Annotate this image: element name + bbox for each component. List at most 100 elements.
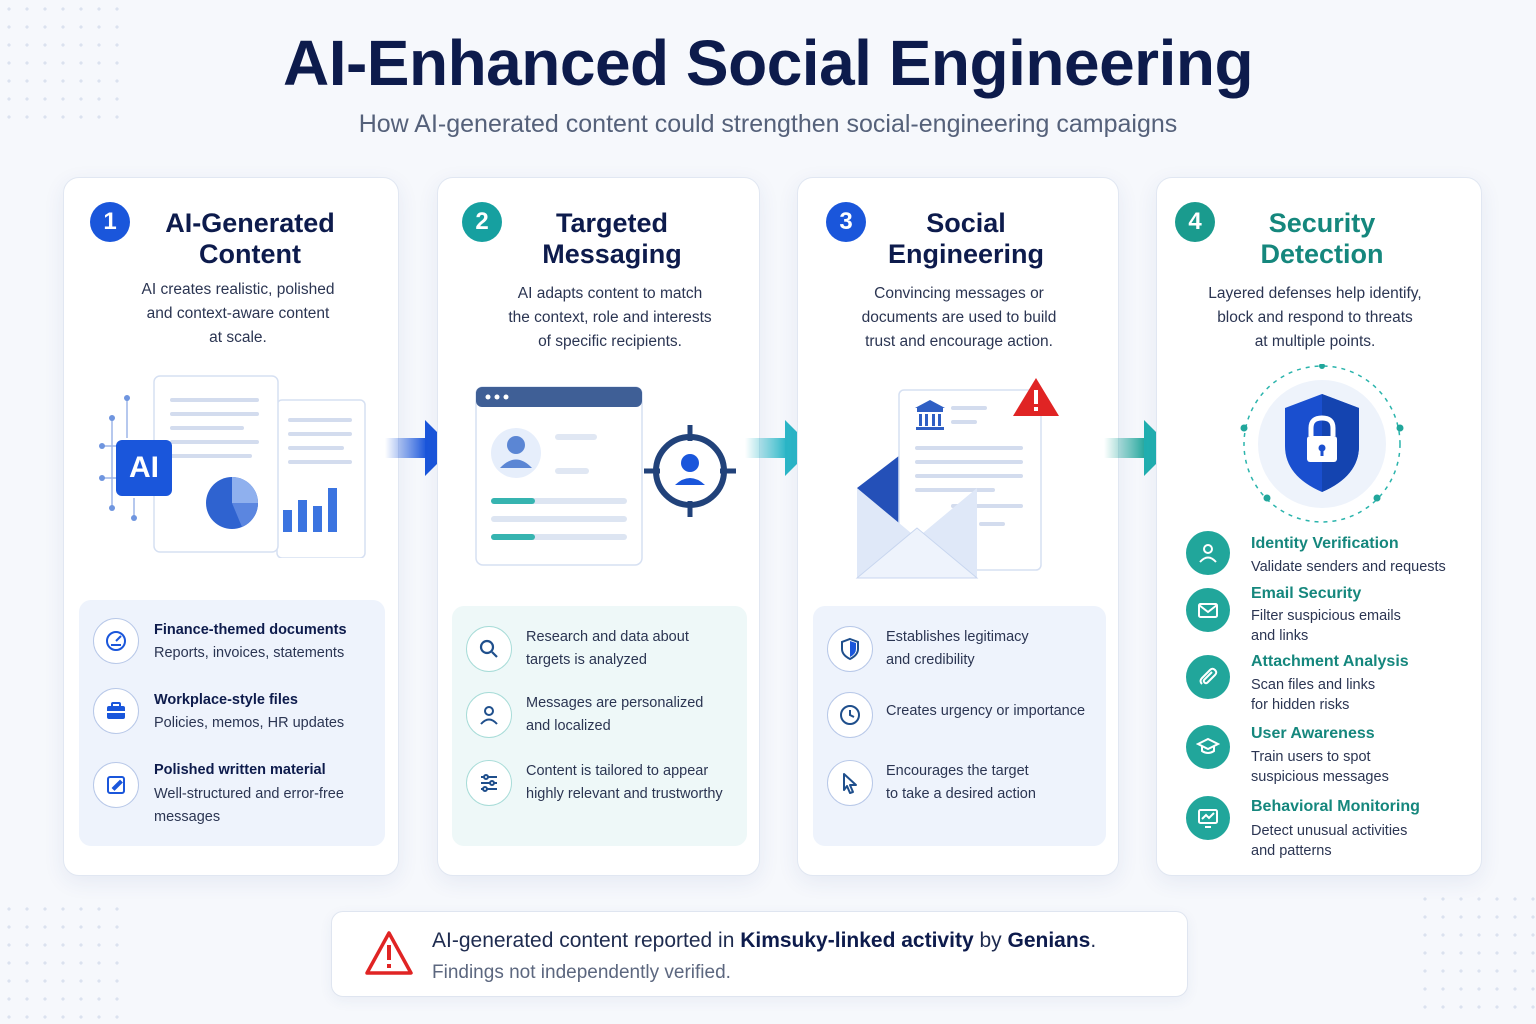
step-title-line2: Messaging <box>542 239 682 269</box>
feature-desc: Filter suspicious emails and links <box>1251 606 1401 646</box>
step-title-line2: Detection <box>1260 239 1384 269</box>
feature-title: Identity Verification <box>1251 535 1399 552</box>
step-title-line1: Security <box>1268 208 1376 238</box>
item-line: Content is tailored to appear <box>526 763 709 779</box>
step-card-security-detection: 4 Security Detection Layered defenses he… <box>1156 177 1482 876</box>
step-title-line2: Content <box>199 239 301 269</box>
feature-desc-line: Train users to spot <box>1251 749 1371 765</box>
step-title: AI-Generated Content <box>100 208 400 270</box>
item-line: targets is analyzed <box>526 652 647 668</box>
examples-list: Finance-themed documents Reports, invoic… <box>79 600 385 846</box>
page-title: AI-Enhanced Social Engineering <box>282 27 1254 99</box>
desc-line: block and respond to threats <box>1217 309 1413 326</box>
feature-desc-line: and links <box>1251 628 1309 644</box>
step-description: AI creates realistic, polished and conte… <box>88 278 388 350</box>
chart-gauge-icon <box>93 618 139 664</box>
feature-desc: Validate senders and requests <box>1251 559 1446 575</box>
source-highlight-vendor: Genians <box>1007 929 1091 952</box>
graduation-cap-icon <box>1186 725 1230 769</box>
item-subtitle-cont: messages <box>154 809 221 825</box>
phishing-document-illustration <box>853 378 1068 583</box>
desc-line: of specific recipients. <box>538 333 682 350</box>
svg-text:AI: AI <box>129 451 159 484</box>
clock-icon <box>827 692 873 738</box>
warning-triangle-icon <box>364 930 414 981</box>
dot-pattern-top-left <box>0 0 120 120</box>
step-title: Security Detection <box>1172 208 1472 270</box>
feature-title: Attachment Analysis <box>1251 653 1409 670</box>
page-subtitle: How AI-generated content could strengthe… <box>358 110 1178 138</box>
feature-desc-line: Scan files and links <box>1251 677 1376 693</box>
step-title: Social Engineering <box>816 208 1116 270</box>
item-line: to take a desired action <box>886 786 1036 802</box>
desc-line: the context, role and interests <box>508 309 712 326</box>
item-text: Messages are personalized and localized <box>526 692 703 738</box>
step-number-badge: 4 <box>1175 202 1215 242</box>
feature-desc: Train users to spot suspicious messages <box>1251 747 1389 787</box>
item-text: Content is tailored to appear highly rel… <box>526 760 723 806</box>
step-description: Layered defenses help identify, block an… <box>1165 282 1465 354</box>
source-text: . <box>1090 929 1097 952</box>
feature-desc-line: Detect unusual activities <box>1251 823 1408 839</box>
desc-line: AI creates realistic, polished <box>141 281 335 298</box>
shield-icon <box>827 626 873 672</box>
examples-list: Research and data about targets is analy… <box>452 606 747 846</box>
source-highlight-actor: Kimsuky-linked activity <box>740 929 974 952</box>
dot-pattern-bottom-left <box>0 900 120 1020</box>
source-text: AI-generated content reported in <box>432 929 741 952</box>
step-title-line1: AI-Generated <box>165 208 335 238</box>
item-text: Research and data about targets is analy… <box>526 626 689 672</box>
desc-line: trust and encourage action. <box>865 333 1053 350</box>
pencil-icon <box>93 762 139 808</box>
desc-line: Convincing messages or <box>874 285 1044 302</box>
item-text: Encourages the target to take a desired … <box>886 760 1036 806</box>
item-line: Creates urgency or importance <box>886 703 1086 719</box>
desc-line: Layered defenses help identify, <box>1208 285 1422 302</box>
verification-note: Findings not independently verified. <box>432 962 731 983</box>
targeted-profile-illustration <box>474 383 744 568</box>
step-number-badge: 3 <box>826 202 866 242</box>
item-subtitle: Policies, memos, HR updates <box>154 715 345 731</box>
step-card-ai-generated-content: 1 AI-Generated Content AI creates realis… <box>63 177 399 876</box>
source-note-banner: AI-generated content reported in Kimsuky… <box>331 911 1188 997</box>
step-number-badge: 1 <box>90 202 130 242</box>
item-text: Creates urgency or importance <box>886 700 1085 723</box>
item-line: Establishes legitimacy <box>886 629 1029 645</box>
briefcase-icon <box>93 688 139 734</box>
item-text: Establishes legitimacy and credibility <box>886 626 1029 672</box>
step-title-line1: Social <box>926 208 1006 238</box>
item-line: and localized <box>526 718 611 734</box>
item-line: highly relevant and trustworthy <box>526 786 723 802</box>
feature-desc-line: for hidden risks <box>1251 697 1350 713</box>
shield-lock-icon <box>1237 363 1407 524</box>
feature-desc-line: Filter suspicious emails <box>1251 608 1401 624</box>
feature-title: Behavioral Monitoring <box>1251 798 1420 815</box>
item-title: Finance-themed documents <box>154 622 347 638</box>
item-title: Workplace-style files <box>154 692 298 708</box>
desc-line: and context-aware content <box>146 305 330 322</box>
magnifier-icon <box>466 626 512 672</box>
item-subtitle: Well-structured and error-free <box>154 786 344 802</box>
source-statement: AI-generated content reported in Kimsuky… <box>432 929 1096 953</box>
item-line: Messages are personalized <box>526 695 704 711</box>
feature-desc-line: and patterns <box>1251 843 1332 859</box>
feature-desc: Scan files and links for hidden risks <box>1251 675 1375 715</box>
step-title: Targeted Messaging <box>462 208 762 270</box>
step-description: AI adapts content to match the context, … <box>460 282 760 354</box>
step-description: Convincing messages or documents are use… <box>809 282 1109 354</box>
feature-desc: Detect unusual activities and patterns <box>1251 821 1407 861</box>
item-line: Research and data about <box>526 629 689 645</box>
dot-pattern-bottom-right <box>1416 890 1536 1010</box>
feature-title: Email Security <box>1251 585 1362 602</box>
feature-title: User Awareness <box>1251 725 1375 742</box>
desc-line: AI adapts content to match <box>517 285 703 302</box>
source-text: by <box>973 929 1008 952</box>
sliders-icon <box>466 760 512 806</box>
monitor-chart-icon <box>1186 796 1230 840</box>
item-line: Encourages the target <box>886 763 1029 779</box>
person-icon <box>1186 531 1230 575</box>
user-icon <box>466 692 512 738</box>
step-title-line2: Engineering <box>887 239 1044 269</box>
item-line: and credibility <box>886 652 975 668</box>
ai-documents-illustration: AI <box>92 368 372 559</box>
